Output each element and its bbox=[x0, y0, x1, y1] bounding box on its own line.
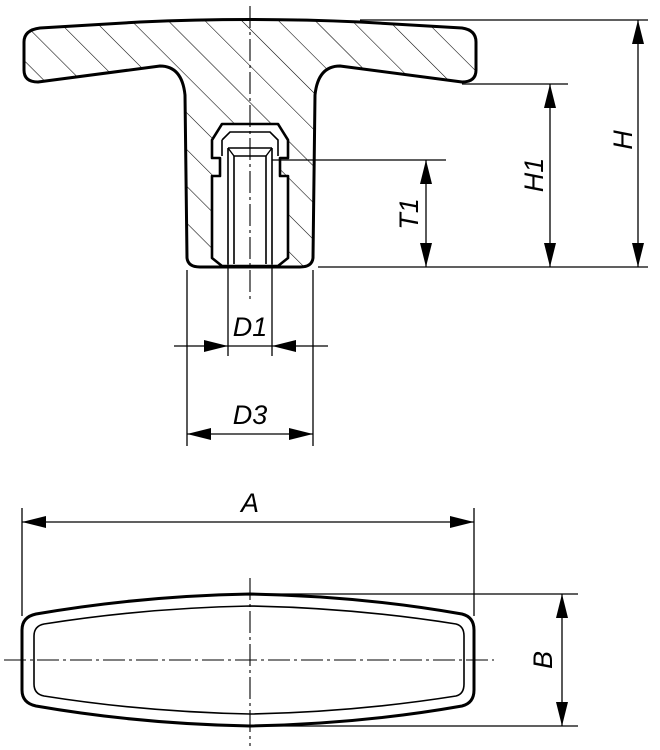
knob-outline bbox=[22, 18, 478, 269]
label-H: H bbox=[608, 130, 638, 150]
knob-plan-view bbox=[4, 578, 494, 746]
threaded-insert bbox=[210, 122, 290, 268]
label-D3: D3 bbox=[233, 400, 268, 430]
label-A: A bbox=[239, 488, 259, 518]
plan-inner-contour bbox=[33, 605, 465, 715]
label-T1: T1 bbox=[394, 198, 424, 230]
dimension-B: B bbox=[250, 593, 578, 727]
dimension-T1: T1 bbox=[272, 159, 446, 267]
dimension-D1: D1 bbox=[174, 264, 328, 356]
dimension-D3: D3 bbox=[186, 270, 314, 446]
dimension-A: A bbox=[21, 488, 475, 616]
label-B: B bbox=[528, 651, 558, 669]
label-D1: D1 bbox=[233, 312, 268, 342]
label-H1: H1 bbox=[519, 158, 549, 193]
knob-section-view bbox=[22, 6, 478, 300]
insert-inner-contour bbox=[221, 131, 279, 156]
dimension-H1: H1 bbox=[462, 83, 568, 267]
dimension-H: H bbox=[318, 19, 648, 268]
